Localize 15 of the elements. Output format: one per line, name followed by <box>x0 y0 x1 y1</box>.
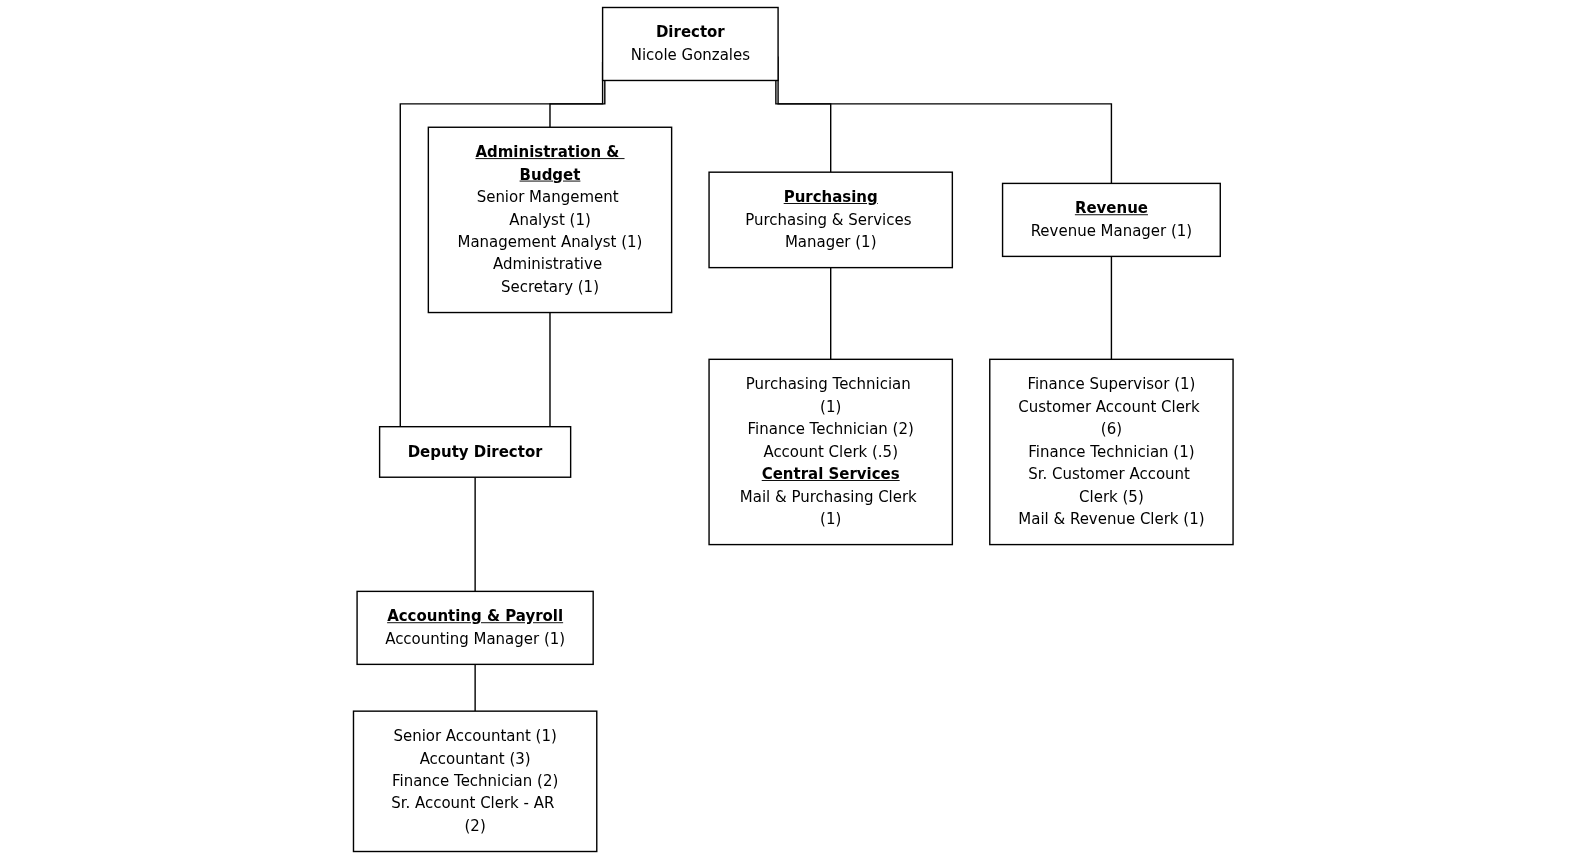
node-box: Administration & Budget Senior Mangement Analyst (1) Management Analyst (1) Administrative Secretary (1) <box>427 126 673 314</box>
node-box: Senior Accountant (1) Accountant (3) Finance Technician (2) Sr. Account Clerk - AR (2) <box>352 710 598 853</box>
connector <box>549 79 606 128</box>
node-box: Purchasing Purchasing & Services Manager (1) <box>708 171 953 269</box>
connector <box>474 476 476 593</box>
node-box: Deputy Director <box>378 426 572 478</box>
connector <box>474 663 476 712</box>
connector <box>774 79 832 173</box>
connector <box>1110 255 1112 360</box>
node-box: Purchasing Technician (1) Finance Technician (2) Account Clerk (.5) Central Services Mail & Purchasing Clerk (1) <box>708 358 953 546</box>
node-box: Finance Supervisor (1) Customer Account Clerk (6) Finance Technician (1) Sr. Customer Account Clerk (5) Mail & Revenue Clerk (1) <box>988 358 1234 546</box>
node-box: Accounting & Payroll Accounting Manager (1) <box>356 590 594 666</box>
connector <box>829 266 832 360</box>
node-box: Revenue Revenue Manager (1) <box>1001 182 1221 258</box>
node-box: Director Nicole Gonzales <box>601 6 779 82</box>
